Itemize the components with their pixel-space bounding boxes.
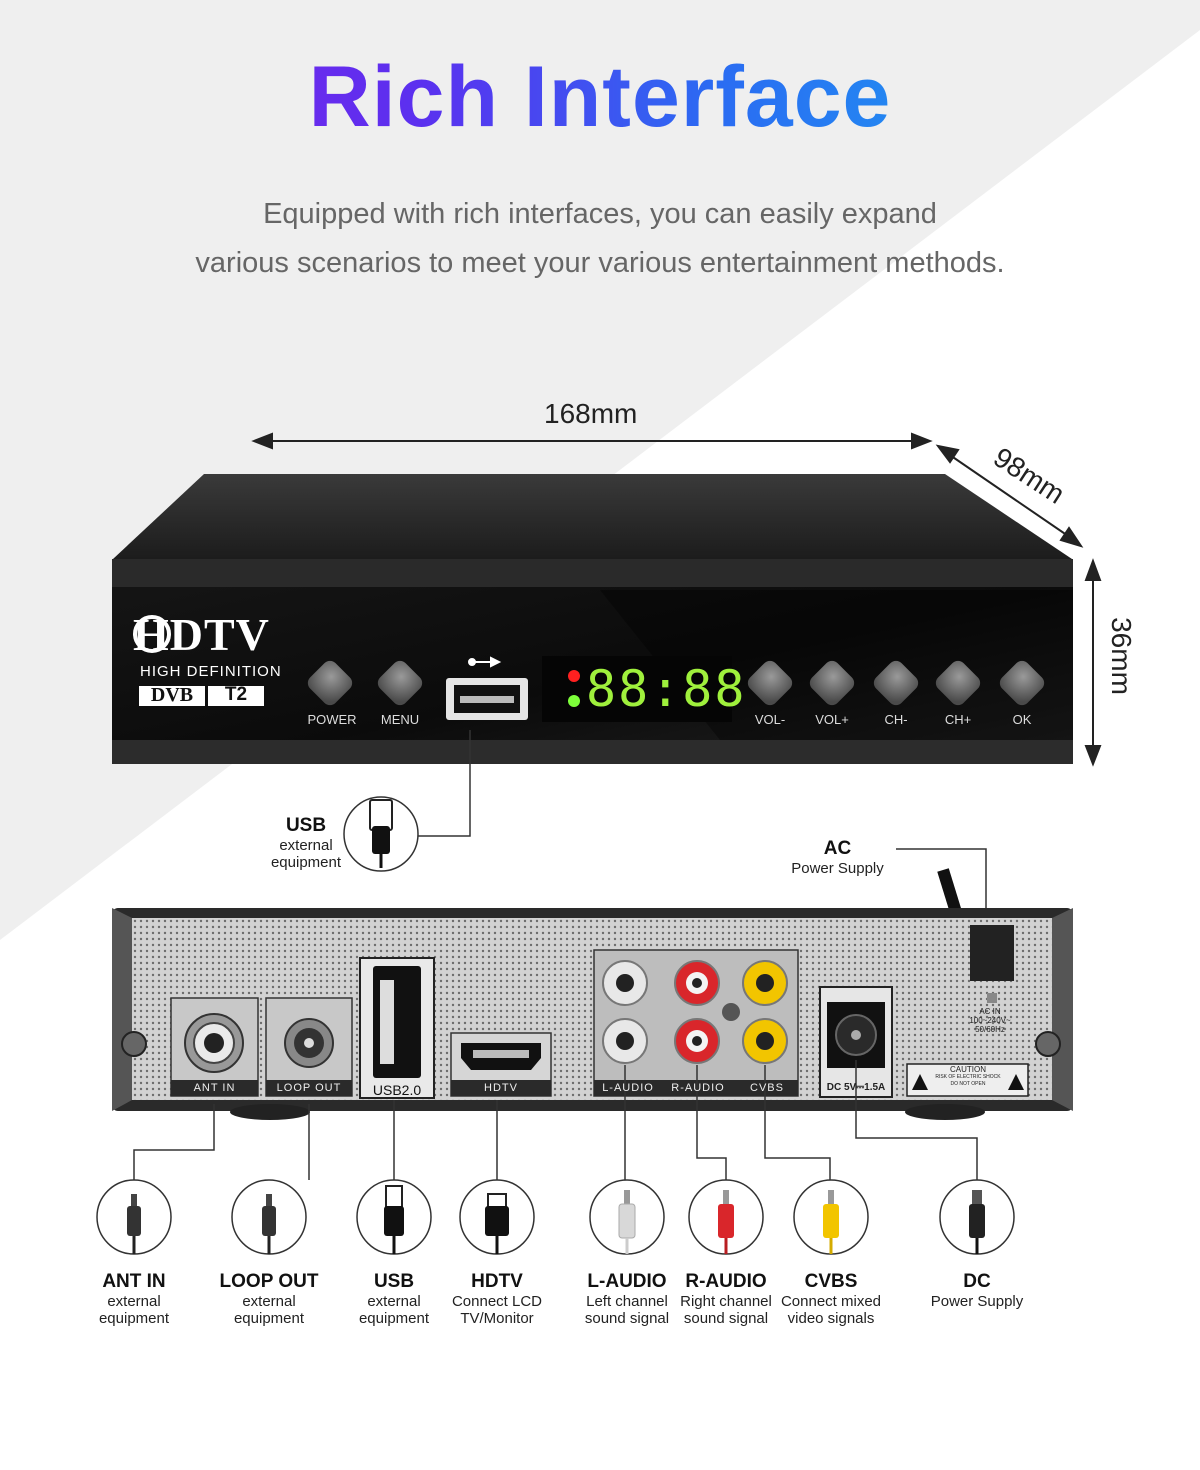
ac-in-text: AC IN: [979, 1007, 1001, 1016]
connector-dc-title: DC: [963, 1271, 991, 1292]
menu-button-label: MENU: [380, 712, 420, 727]
ac-title: AC: [823, 838, 852, 859]
connector-ant-in-line2: equipment: [98, 1310, 170, 1327]
usb-front-line2: equipment: [270, 854, 342, 871]
loop-out-port-label: LOOP OUT: [276, 1082, 342, 1094]
connector-hdtv-title: HDTV: [471, 1271, 523, 1292]
connector-hdtv-line1: Connect LCD: [451, 1293, 543, 1310]
connector-r-audio-line1: Right channel: [680, 1293, 772, 1310]
connector-ant-in-title: ANT IN: [102, 1271, 166, 1292]
l-audio-port-label: L-AUDIO: [602, 1082, 654, 1094]
connector-hdtv-line2: TV/Monitor: [460, 1310, 534, 1327]
dimension-arrows: [251, 432, 1102, 767]
power-button-label: POWER: [307, 712, 357, 727]
connector-ant-in: ANT IN external equipment: [74, 1271, 194, 1327]
caution-sub1: RISK OF ELECTRIC SHOCK: [935, 1074, 1001, 1080]
r-audio-port-label: R-AUDIO: [671, 1082, 725, 1094]
subtitle-line-1: Equipped with rich interfaces, you can e…: [263, 198, 937, 230]
t2-logo: T2: [224, 684, 248, 705]
page-title: Rich Interface: [0, 48, 1200, 147]
connector-l-audio-title: L-AUDIO: [587, 1271, 667, 1292]
vol-down-button-label: VOL-: [754, 712, 786, 727]
connector-l-audio-line1: Left channel: [586, 1293, 668, 1310]
high-definition-text: HIGH DEFINITION: [140, 663, 282, 680]
hdtv-port-label: HDTV: [484, 1082, 518, 1094]
dvb-logo: DVB: [150, 684, 194, 706]
dc-port-label: DC 5V⎓1.5A: [826, 1082, 886, 1093]
connector-l-audio: L-AUDIO Left channel sound signal: [567, 1271, 687, 1327]
connector-loop-out-title: LOOP OUT: [219, 1271, 319, 1292]
connector-usb: USB external equipment: [334, 1271, 454, 1327]
usb-front-title: USB: [285, 815, 327, 836]
connector-dc-line1: Power Supply: [930, 1293, 1024, 1310]
connector-cvbs-title: CVBS: [804, 1271, 858, 1292]
hdtv-logo: HDTV: [133, 609, 270, 660]
connector-l-audio-line2: sound signal: [584, 1310, 670, 1327]
connector-usb-line2: equipment: [358, 1310, 430, 1327]
connector-cvbs-line1: Connect mixed: [780, 1293, 882, 1310]
ac-in-label: AC IN 100~240V~ 50/60Hz: [955, 1007, 1025, 1034]
connector-loop-out-line1: external: [242, 1293, 296, 1310]
subtitle-line-2: various scenarios to meet your various e…: [195, 247, 1005, 279]
connector-hdtv: HDTV Connect LCD TV/Monitor: [437, 1271, 557, 1327]
ch-up-button-label: CH+: [944, 712, 972, 727]
ant-in-port-label: ANT IN: [193, 1082, 236, 1094]
ac-line1: Power Supply: [791, 860, 884, 877]
connector-dc: DC Power Supply: [917, 1271, 1037, 1310]
caution-sub2: DO NOT OPEN: [950, 1081, 986, 1087]
usb2-port-label: USB2.0: [372, 1082, 422, 1098]
connector-usb-line1: external: [367, 1293, 421, 1310]
connector-ant-in-line1: external: [107, 1293, 161, 1310]
ac-freq-text: 50/60Hz: [975, 1025, 1005, 1034]
connector-r-audio-title: R-AUDIO: [685, 1271, 767, 1292]
connector-loop-out: LOOP OUT external equipment: [209, 1271, 329, 1327]
ac-callout: AC Power Supply: [780, 838, 895, 877]
caution-title: CAUTION: [950, 1065, 986, 1074]
ok-button-label: OK: [1012, 712, 1032, 727]
connector-cvbs-line2: video signals: [787, 1310, 875, 1327]
caution-label: CAUTION RISK OF ELECTRIC SHOCK DO NOT OP…: [930, 1066, 1006, 1088]
connector-usb-title: USB: [373, 1271, 415, 1292]
connector-loop-out-line2: equipment: [233, 1310, 305, 1327]
vol-up-button-label: VOL+: [815, 712, 849, 727]
ch-down-button-label: CH-: [884, 712, 908, 727]
width-dimension: 168mm: [544, 398, 638, 429]
usb-front-line1: external: [279, 837, 333, 854]
led-display: 88:88: [586, 660, 747, 718]
connector-r-audio-line2: sound signal: [683, 1310, 769, 1327]
connector-r-audio: R-AUDIO Right channel sound signal: [666, 1271, 786, 1327]
usb-front-callout: USB external equipment: [256, 815, 356, 871]
cvbs-port-label: CVBS: [750, 1082, 784, 1094]
ac-spec-text: 100~240V~: [969, 1016, 1011, 1025]
connector-cvbs: CVBS Connect mixed video signals: [771, 1271, 891, 1327]
